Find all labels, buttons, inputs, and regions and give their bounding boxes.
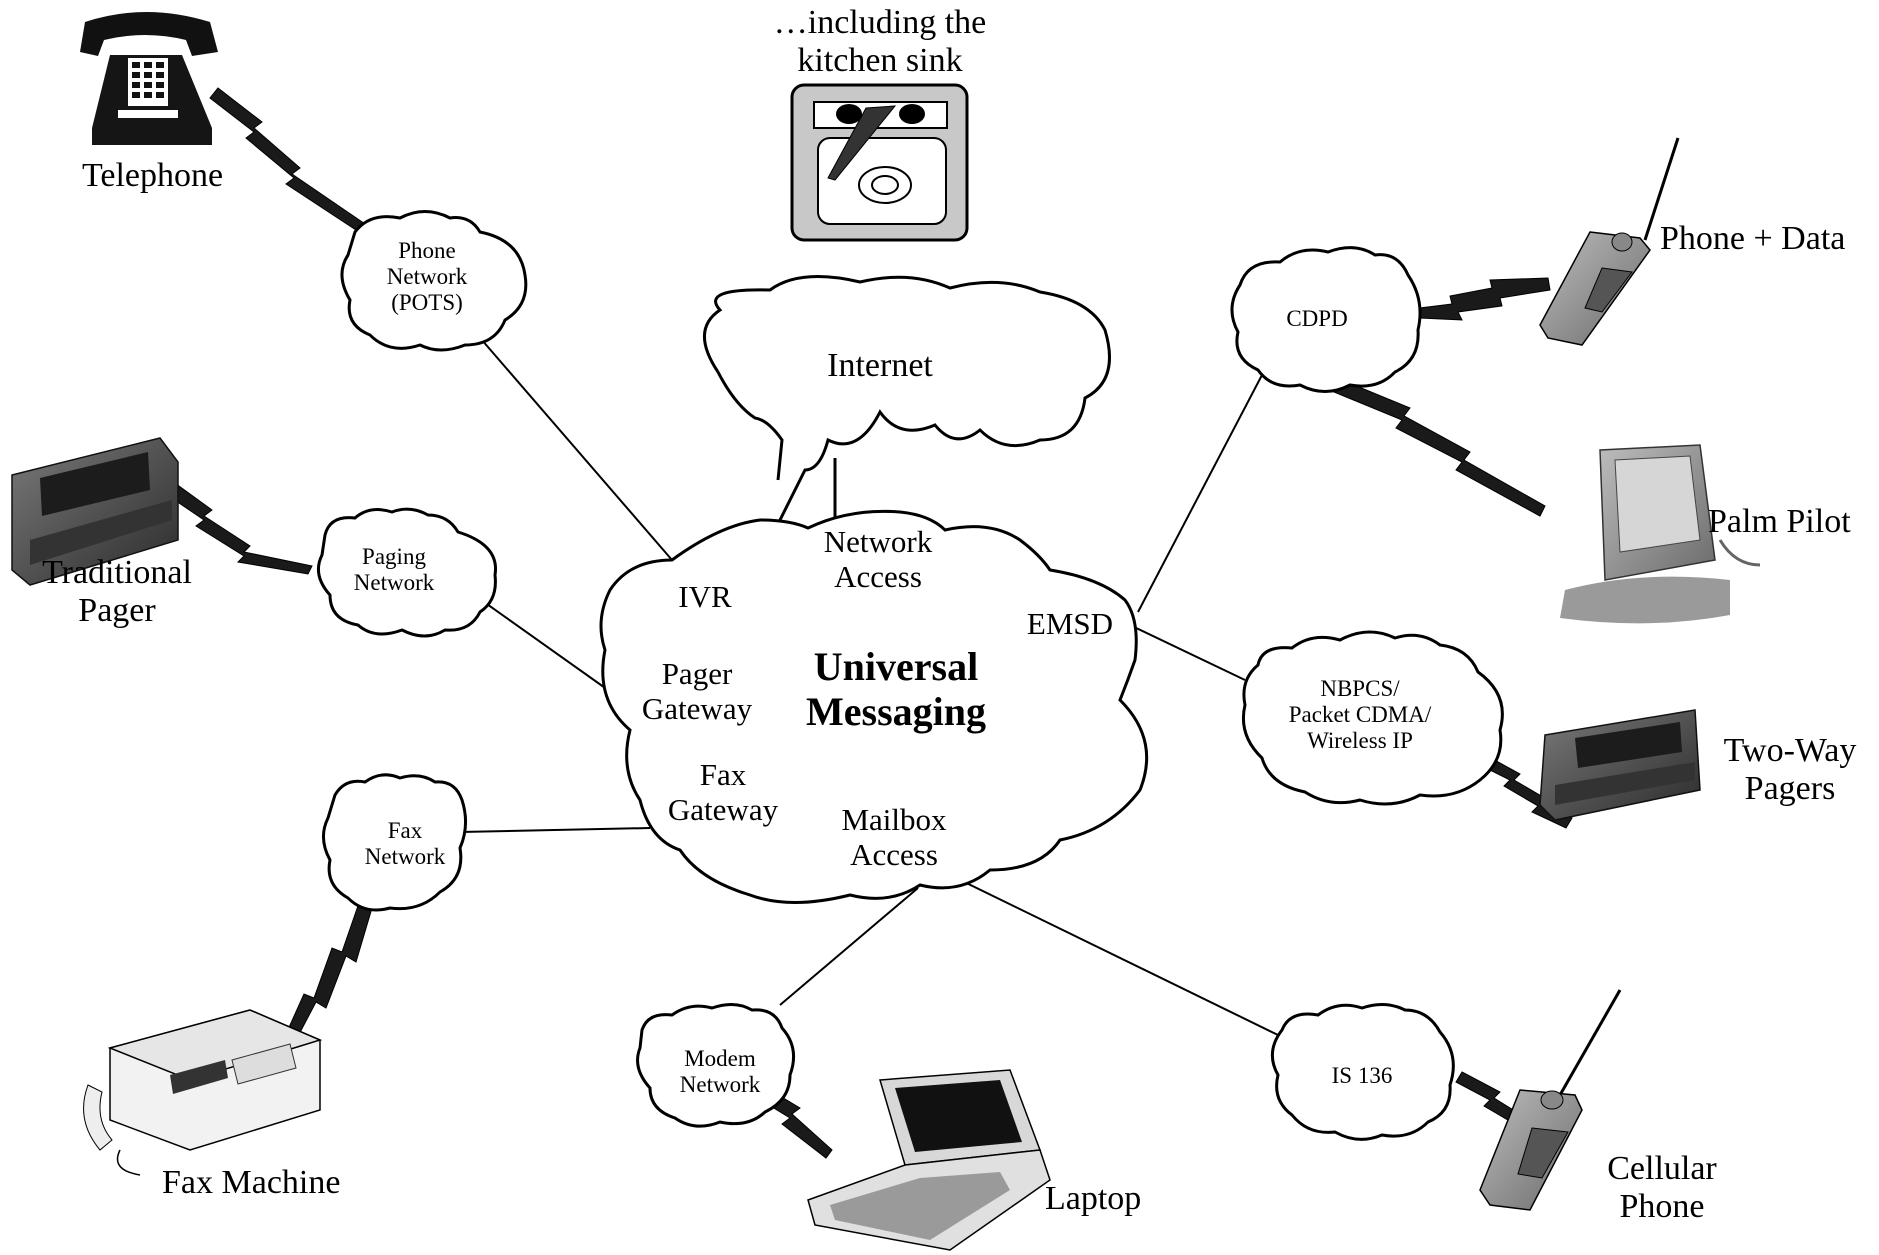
pager-gateway-line-2: Gateway xyxy=(641,690,753,726)
cellular-phone-line-1: Cellular xyxy=(1607,1150,1717,1187)
mailbox-access-label: Mailbox Access xyxy=(841,802,947,872)
phone-data-icon xyxy=(1539,137,1680,346)
kitchen-sink-caption: …including the kitchen sink xyxy=(774,4,986,80)
line-modem-network xyxy=(779,887,919,1006)
palm-pilot-icon xyxy=(1560,444,1761,624)
phone-network-line-2: Network xyxy=(386,263,468,289)
two-way-pagers-label: Two-Way Pagers xyxy=(1724,732,1857,808)
line-fax-network xyxy=(459,827,651,833)
line-paging-network xyxy=(469,591,609,691)
mailbox-access-line-1: Mailbox xyxy=(841,802,947,837)
paging-network-line-1: Paging xyxy=(362,544,426,569)
nbpcs-label: NBPCS/ Packet CDMA/ Wireless IP xyxy=(1289,676,1431,753)
network-access-label: Network Access xyxy=(823,524,933,594)
bolt-phone-data xyxy=(1419,277,1551,321)
telephone-icon xyxy=(80,12,218,145)
modem-network-line-2: Network xyxy=(679,1071,761,1097)
fax-machine-label: Fax Machine xyxy=(162,1164,341,1201)
two-way-pagers-line-1: Two-Way xyxy=(1723,732,1857,769)
nbpcs-line-3: Wireless IP xyxy=(1307,727,1413,753)
modem-network-cloud xyxy=(636,1003,796,1128)
fax-network-line-2: Network xyxy=(364,843,446,869)
phone-network-line-3: (POTS) xyxy=(391,289,463,315)
phone-network-cloud xyxy=(340,210,528,352)
fax-gateway-line-2: Gateway xyxy=(667,791,779,827)
paging-network-cloud xyxy=(316,507,498,638)
internet-cloud xyxy=(703,275,1111,541)
caption-line-2: kitchen sink xyxy=(797,42,963,80)
kitchen-sink-icon xyxy=(790,83,969,242)
traditional-pager-label: Traditional Pager xyxy=(42,554,192,630)
network-clouds xyxy=(316,210,1504,1141)
universal-messaging-title: Universal Messaging xyxy=(806,644,986,735)
fax-network-line-1: Fax xyxy=(387,818,423,843)
network-access-line-1: Network xyxy=(823,524,933,559)
nbpcs-line-1: NBPCS/ xyxy=(1320,676,1400,701)
fax-gateway-label: Fax Gateway xyxy=(667,757,779,827)
ivr-label: IVR xyxy=(678,579,732,614)
cellular-phone-icon xyxy=(1479,989,1622,1211)
network-access-line-2: Access xyxy=(834,558,922,594)
line-is136 xyxy=(949,874,1279,1036)
cellular-phone-label: Cellular Phone xyxy=(1607,1150,1717,1226)
two-way-pagers-line-2: Pagers xyxy=(1744,770,1836,808)
modem-network-label: Modem Network xyxy=(680,1046,760,1098)
nbpcs-cloud xyxy=(1241,630,1504,806)
traditional-pager-line-2: Pager xyxy=(78,592,156,630)
phone-network-label: Phone Network (POTS) xyxy=(387,238,467,315)
laptop-label: Laptop xyxy=(1045,1180,1142,1217)
universal-messaging-cloud xyxy=(599,509,1149,904)
connector-lines xyxy=(459,331,1279,1036)
phone-network-line-1: Phone xyxy=(398,238,456,263)
cdpd-cloud xyxy=(1230,246,1422,393)
traditional-pager-line-1: Traditional xyxy=(42,554,192,591)
bolt-pager xyxy=(159,477,313,575)
paging-network-label: Paging Network xyxy=(354,544,434,596)
internet-label: Internet xyxy=(827,347,933,384)
palm-pilot-label: Palm Pilot xyxy=(1708,503,1851,540)
traditional-pager-icon xyxy=(11,437,179,586)
nbpcs-line-2: Packet CDMA/ xyxy=(1288,701,1432,727)
line-cdpd xyxy=(1137,374,1263,613)
bolt-fax xyxy=(285,899,373,1041)
bolt-palm xyxy=(1333,379,1546,517)
fax-network-cloud xyxy=(322,773,467,912)
pager-gateway-line-1: Pager xyxy=(661,656,733,691)
fax-gateway-line-1: Fax xyxy=(699,757,747,792)
emsd-label: EMSD xyxy=(1026,606,1114,641)
is136-label: IS 136 xyxy=(1331,1063,1393,1088)
line-phone-network xyxy=(474,331,673,561)
universal-messaging-line-2: Messaging xyxy=(806,688,986,734)
pager-gateway-label: Pager Gateway xyxy=(641,656,753,726)
two-way-pager-icon xyxy=(1539,709,1701,821)
paging-network-line-2: Network xyxy=(353,569,435,595)
laptop-icon xyxy=(807,1069,1051,1251)
fax-machine-icon xyxy=(83,1009,323,1176)
telephone-label: Telephone xyxy=(82,157,224,194)
mailbox-access-line-2: Access xyxy=(850,836,938,872)
cellular-phone-line-2: Phone xyxy=(1619,1188,1705,1226)
bolt-telephone xyxy=(209,87,369,235)
modem-network-line-1: Modem xyxy=(684,1046,756,1071)
is136-cloud xyxy=(1270,1003,1455,1141)
universal-messaging-line-1: Universal xyxy=(813,644,979,689)
cdpd-label: CDPD xyxy=(1286,306,1348,331)
line-nbpcs xyxy=(1131,625,1246,681)
fax-network-label: Fax Network xyxy=(365,818,445,870)
phone-data-label: Phone + Data xyxy=(1660,220,1846,257)
caption-line-1: …including the xyxy=(773,4,987,41)
